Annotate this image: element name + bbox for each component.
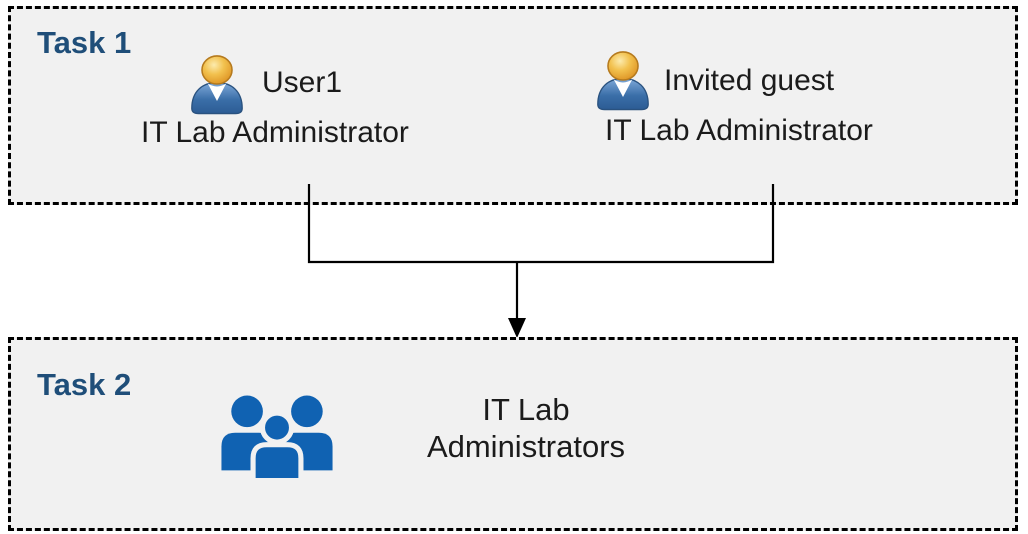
user1-person-icon [191,55,243,115]
user2-person-icon [597,51,649,111]
people-group-icon [221,395,333,484]
group-name-line1: IT Lab [482,392,570,427]
group-name-line2: Administrators [426,429,626,464]
user1-role: IT Lab Administrator [141,116,409,149]
group-name: IT Lab Administrators [400,391,652,465]
user1-name: User1 [262,66,343,99]
user2-name: Invited guest [664,64,835,97]
user2-role: IT Lab Administrator [605,114,873,147]
task1-box: Task 1 [8,6,1018,205]
task2-label: Task 2 [37,367,132,402]
task1-label: Task 1 [37,25,132,60]
task2-box: Task 2 [8,337,1018,531]
